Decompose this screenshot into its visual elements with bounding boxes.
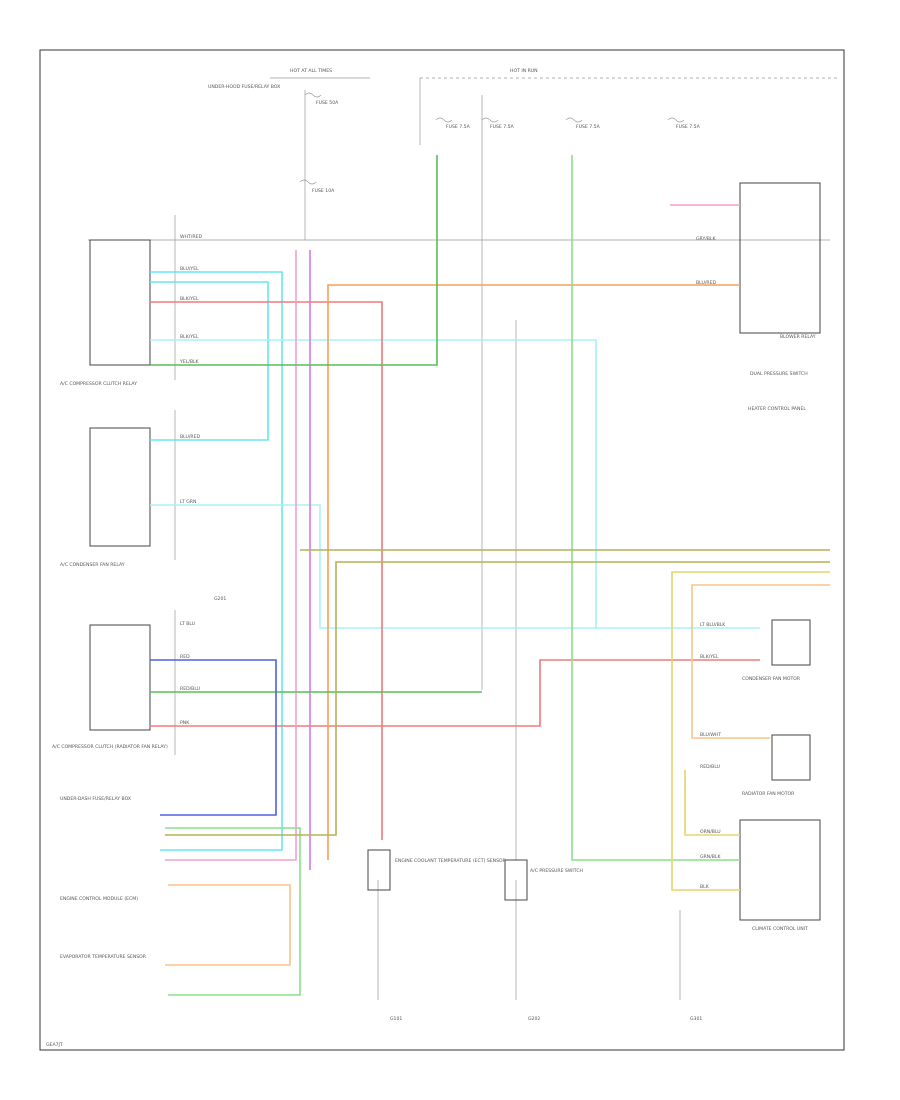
fuse-10a-label: FUSE 10A	[312, 188, 335, 194]
ect-sensor-box	[367, 849, 391, 891]
hot-in-run-label: HOT IN RUN	[510, 68, 538, 74]
wire-light-blue-1	[150, 339, 760, 629]
fuse-7-5a-3	[565, 117, 583, 123]
climate-control-unit-label: CLIMATE CONTROL UNIT	[752, 926, 808, 932]
wire-red-2	[150, 659, 760, 727]
wire-label-9: RED/BLU	[180, 686, 200, 692]
engine-control-module-label: ENGINE CONTROL MODULE (ECM)	[60, 896, 138, 902]
wire-label-15: ORN/BLU	[700, 829, 721, 835]
ground-g301-label: G301	[690, 1016, 702, 1022]
wire-label-14: RED/BLU	[700, 764, 720, 770]
wire-label-16: GRN/BLK	[700, 854, 721, 860]
wire-blue-1	[150, 659, 277, 816]
wire-label-10: PNK	[180, 720, 190, 726]
radiator-fan-relay-label: A/C COMPRESSOR CLUTCH (RADIATOR FAN RELA…	[52, 744, 168, 750]
wire-label-0: WHT/RED	[180, 234, 202, 240]
wire-pink-1	[165, 250, 297, 861]
wire-label-3: BLK/YEL	[180, 334, 199, 340]
wire-orange-1	[327, 284, 740, 860]
radiator-fan-motor-label: RADIATOR FAN MOTOR	[742, 791, 795, 797]
fuse-block: FUSE 50A FUSE 10A FUSE 7.5A FUSE 7.5A FU…	[299, 92, 701, 194]
fuse-50a	[304, 92, 322, 98]
wire-light-green-2	[165, 827, 301, 996]
relay-blocks: A/C COMPRESSOR CLUTCH RELAY A/C CONDENSE…	[52, 182, 821, 1022]
ac-condenser-fan-relay-box	[89, 427, 151, 547]
dual-pressure-switch-label: DUAL PRESSURE SWITCH	[750, 371, 808, 377]
ac-compressor-clutch-relay-label: A/C COMPRESSOR CLUTCH RELAY	[60, 381, 137, 387]
ac-pressure-switch-box	[504, 859, 528, 901]
wire-label-12: BLK/YEL	[700, 654, 719, 660]
hot-at-all-times-label: HOT AT ALL TIMES	[290, 68, 332, 74]
ground-g202-label: G202	[528, 1016, 540, 1022]
wire-green-1	[150, 155, 438, 366]
radiator-fan-motor-box	[771, 734, 811, 781]
underdash-fuse-box-label: UNDER-DASH FUSE/RELAY BOX	[60, 796, 131, 802]
power-bus-labels: HOT AT ALL TIMES HOT IN RUN UNDER-HOOD F…	[208, 68, 838, 145]
wire-red-1	[150, 301, 383, 840]
fuse-50a-label: FUSE 50A	[316, 100, 339, 106]
wire-light-blue-2	[150, 504, 596, 629]
fuse-7-5a-3-label: FUSE 7.5A	[576, 124, 601, 130]
blower-relay-box	[739, 182, 821, 334]
ac-condenser-fan-relay-label: A/C CONDENSER FAN RELAY	[60, 562, 125, 568]
condenser-fan-motor-label: CONDENSER FAN MOTOR	[742, 676, 801, 682]
fuse-7-5a-2-label: FUSE 7.5A	[490, 124, 515, 130]
wire-light-orange-2	[165, 884, 291, 966]
gray-wires	[88, 90, 830, 1000]
diagram-frame	[39, 49, 845, 1051]
fuse-7-5a-1	[435, 117, 453, 123]
wire-label-4: YEL/BLK	[179, 359, 200, 365]
ect-sensor-label: ENGINE COOLANT TEMPERATURE (ECT) SENSOR	[395, 858, 507, 864]
fuse-7-5a-2	[481, 117, 499, 123]
fuse-7-5a-4	[667, 117, 685, 123]
wire-label-18: GRY/BLK	[696, 236, 717, 242]
fuse-10a	[299, 179, 317, 185]
wire-yellow-1	[671, 571, 830, 891]
wire-label-2: BLK/YEL	[180, 296, 199, 302]
wire-label-13: BLU/WHT	[700, 732, 721, 738]
evaporator-temp-sensor-label: EVAPORATOR TEMPERATURE SENSOR	[60, 954, 147, 960]
underhood-fuse-box-label: UNDER-HOOD FUSE/RELAY BOX	[208, 84, 280, 90]
wire-label-5: BLU/RED	[180, 434, 200, 440]
wire-label-17: BLK	[700, 884, 710, 890]
wire-label-6: LT GRN	[180, 499, 196, 505]
ground-g101-label: G101	[390, 1016, 402, 1022]
wire-yellow-2	[684, 770, 740, 836]
blower-relay-label: BLOWER RELAY	[780, 334, 816, 340]
wire-olive-2	[165, 561, 830, 836]
wire-cyan-2	[150, 281, 269, 441]
wire-cyan-1	[150, 271, 283, 851]
ground-g201-label: G201	[214, 596, 226, 602]
wire-light-green-1	[571, 155, 740, 861]
fuse-7-5a-4-label: FUSE 7.5A	[676, 124, 701, 130]
condenser-fan-motor-box	[771, 619, 811, 666]
wire-label-7: LT BLU	[180, 621, 195, 627]
wire-label-8: RED	[180, 654, 190, 660]
colored-wires	[150, 155, 830, 996]
fuse-7-5a-1-label: FUSE 7.5A	[446, 124, 471, 130]
wire-label-set: WHT/RED BLU/YEL BLK/YEL BLK/YEL YEL/BLK …	[179, 234, 726, 890]
page-id: GEA7JT	[46, 1042, 63, 1048]
wire-label-11: LT BLU/BLK	[700, 622, 726, 628]
climate-control-unit-box	[739, 819, 821, 921]
wire-label-19: BLU/RED	[696, 280, 716, 286]
heater-control-panel-label: HEATER CONTROL PANEL	[748, 406, 806, 412]
ac-compressor-clutch-relay-box	[89, 239, 151, 366]
radiator-fan-relay-box	[89, 624, 151, 731]
wire-label-1: BLU/YEL	[180, 266, 199, 272]
wire-light-orange-1	[691, 584, 830, 739]
ac-pressure-switch-label: A/C PRESSURE SWITCH	[530, 868, 583, 874]
